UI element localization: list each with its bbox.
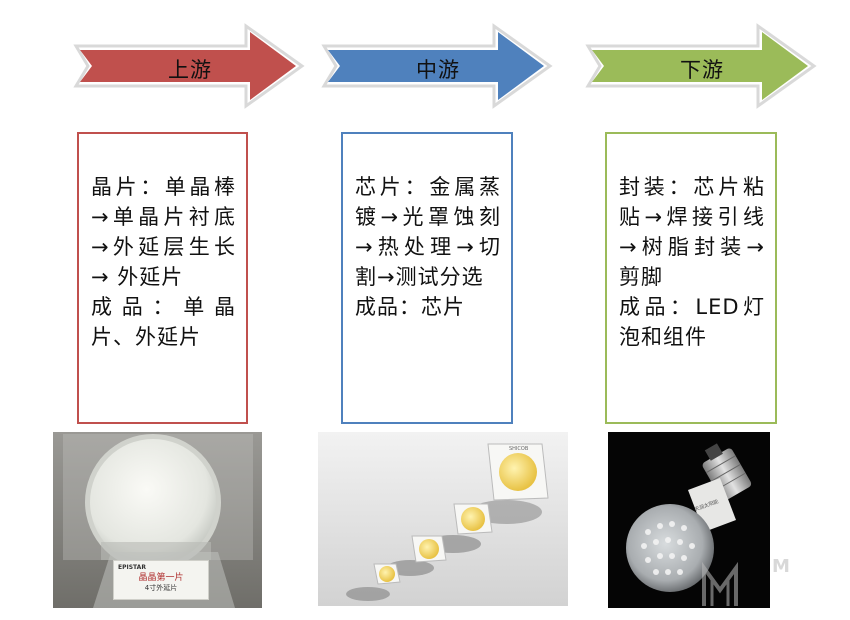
stage-product-text: 成品：LED灯泡和组件 bbox=[619, 295, 765, 349]
wafer-label-sub: 4寸外延片 bbox=[144, 584, 178, 592]
stage-label-midstream: 中游 bbox=[416, 58, 460, 82]
led-bulb-photo: 天润太阳能 bbox=[608, 432, 770, 608]
watermark-logo bbox=[700, 560, 760, 610]
wafer-label-card: EPISTAR 晶晶第一片 4寸外延片 bbox=[113, 560, 209, 600]
stage-arrow-downstream: 下游 bbox=[582, 18, 822, 114]
stage-label-upstream: 上游 bbox=[168, 58, 212, 82]
chip-stamp-text: SHICOB bbox=[509, 446, 529, 452]
stage-box-midstream: 芯片：金属蒸镀→光罩蚀刻→热处理→切割→测试分选 成品：芯片 bbox=[341, 132, 513, 424]
stage-box-downstream: 封装：芯片粘贴→焊接引线→树脂封装→剪脚 成品：LED灯泡和组件 bbox=[605, 132, 777, 424]
stage-product-text: 成品：芯片 bbox=[355, 295, 465, 319]
wafer-photo: EPISTAR 晶晶第一片 4寸外延片 bbox=[53, 432, 262, 608]
wafer-label-text: 晶晶第一片 bbox=[138, 573, 184, 583]
stage-process-text: 晶片：单晶棒→单晶片衬底→外延层生长→ 外延片 bbox=[91, 175, 236, 289]
stage-product-text: 成品：单晶片、外延片 bbox=[91, 295, 236, 349]
stage-process-text: 芯片：金属蒸镀→光罩蚀刻→热处理→切割→测试分选 bbox=[355, 175, 501, 289]
led-chips-photo: SHICOB bbox=[318, 432, 568, 606]
watermark-text: M bbox=[772, 556, 790, 577]
stage-box-upstream: 晶片：单晶棒→单晶片衬底→外延层生长→ 外延片 成品：单晶片、外延片 bbox=[77, 132, 248, 424]
wafer-label-brand: EPISTAR bbox=[118, 564, 146, 571]
stage-process-text: 封装：芯片粘贴→焊接引线→树脂封装→剪脚 bbox=[619, 175, 765, 289]
stage-arrow-upstream: 上游 bbox=[70, 18, 310, 114]
stage-label-downstream: 下游 bbox=[680, 58, 724, 82]
stage-arrow-midstream: 中游 bbox=[318, 18, 558, 114]
